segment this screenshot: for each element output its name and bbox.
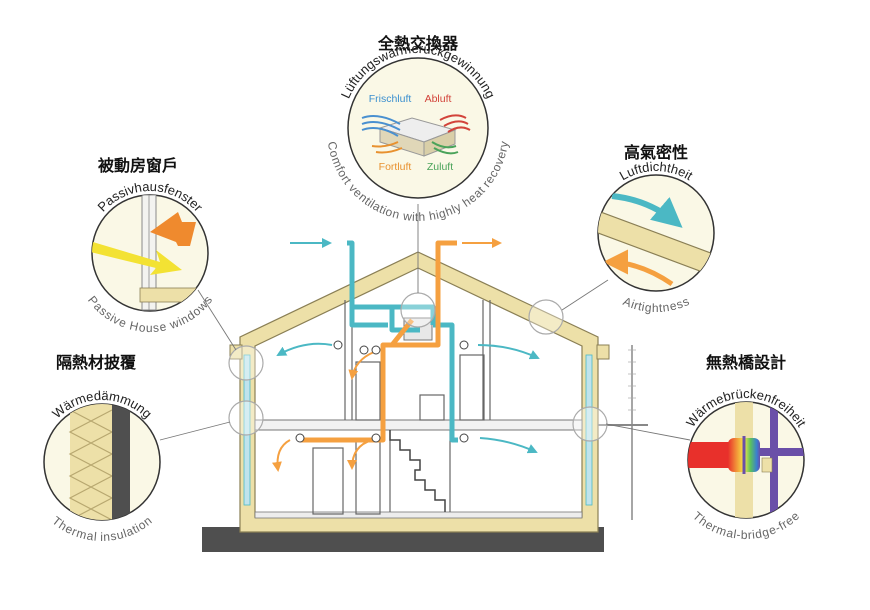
supply-air-streams: [431, 141, 459, 155]
insulation-callout: 隔熱材披覆 Wärmedämmung Thermal insulation: [43, 353, 161, 544]
heat-recovery-title: 全熱交換器: [377, 34, 459, 53]
airtight-arc-bottom: Airtightness: [621, 294, 691, 315]
extract-air-streams: [439, 114, 471, 133]
wall-window-left: [243, 354, 251, 506]
heat-retained-arrow: [150, 212, 196, 246]
roof-eave-left: [229, 344, 243, 360]
duct-diffusers: [295, 340, 469, 443]
thermal-break-block: [761, 457, 773, 473]
heat-recovery-callout: 全熱交換器 Frischluft Abluft Fortluft Zuluft …: [325, 34, 511, 224]
abluft-label: Abluft: [425, 93, 452, 105]
fresh-air-streams: [361, 115, 401, 137]
insulation-pattern: [68, 409, 114, 520]
exhaust-air-streams: [371, 141, 403, 154]
house-section: [202, 251, 648, 552]
windows-title: 被動房窗戶: [98, 156, 178, 175]
ground-floor-slab: [254, 511, 583, 519]
windows-callout: 被動房窗戶 Passivhausfenster Passive House wi…: [85, 156, 215, 335]
sun-ray-arrow: [92, 240, 182, 275]
roof-eave-right: [596, 344, 610, 360]
heat-slab-warm: [688, 442, 730, 468]
airflow-arrows: [271, 238, 540, 472]
airtight-layer: [598, 207, 714, 281]
wall-window-right: [585, 354, 593, 506]
wall-core: [112, 404, 130, 520]
balcony-railing: [628, 349, 636, 411]
insulation-layer: [70, 404, 112, 520]
thermal-bridge-callout: 無熱橋設計 Wärmebrückenfreiheit Thermal-bridg…: [683, 353, 809, 542]
outer-column: [770, 402, 778, 518]
leader-lines: [159, 204, 691, 441]
airtight-title: 高氣密性: [624, 143, 688, 162]
fortluft-label: Fortluft: [379, 161, 412, 173]
supply-air-ducts: [347, 240, 458, 443]
insulation-title: 隔熱材披覆: [56, 353, 137, 372]
inside-air-arrow: [603, 249, 674, 287]
thermal-bridge-title: 無熱橋設計: [706, 353, 786, 372]
frischluft-label: Frischluft: [369, 93, 412, 105]
balcony-support: [760, 448, 804, 456]
airtight-callout: 高氣密性 Luftdichtheit Airtightness: [597, 143, 715, 315]
zuluft-label: Zuluft: [427, 161, 453, 173]
upper-floor-slab: [254, 419, 583, 431]
outside-air-arrow: [611, 193, 683, 228]
staircase: [389, 430, 446, 512]
